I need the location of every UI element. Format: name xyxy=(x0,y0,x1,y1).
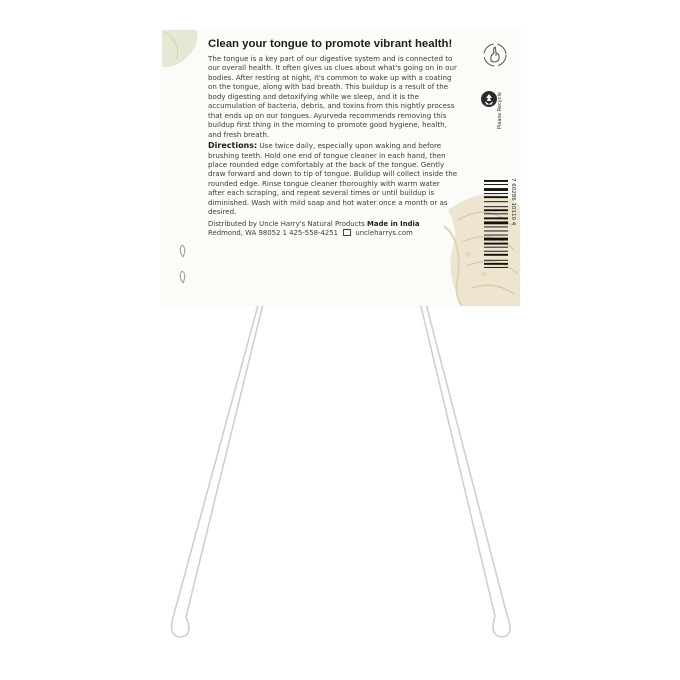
barcode-bar xyxy=(484,196,508,199)
packaging-card: Clean your tongue to promote vibrant hea… xyxy=(162,30,520,306)
hang-hole-bottom xyxy=(179,270,186,284)
barcode-bar xyxy=(484,206,508,208)
barcode-bar xyxy=(484,230,508,232)
barcode: 7 60286 10110 4 xyxy=(484,178,516,268)
barcode-bar xyxy=(484,242,508,245)
barcode-bar xyxy=(484,253,508,256)
barcode-bar xyxy=(484,237,508,241)
recycle-icon xyxy=(481,91,497,107)
intro-paragraph: The tongue is a key part of our digestiv… xyxy=(208,54,457,139)
barcode-bar xyxy=(484,217,508,220)
address-text: Redmond, WA 98052 1 425-558-4251 xyxy=(208,229,338,238)
barcode-bar xyxy=(484,221,508,225)
barcode-bar xyxy=(484,201,508,203)
barcode-bar xyxy=(484,266,508,268)
barcode-bar xyxy=(484,250,508,252)
contact-line: Redmond, WA 98052 1 425-558-4251 uncleha… xyxy=(208,229,458,238)
card-title: Clean your tongue to promote vibrant hea… xyxy=(208,38,453,50)
barcode-bar xyxy=(484,184,508,185)
barcode-bar xyxy=(484,188,508,191)
mail-icon xyxy=(343,229,352,237)
barcode-bar xyxy=(484,262,508,265)
distributor-line: Distributed by Uncle Harry's Natural Pro… xyxy=(208,220,458,229)
directions-text: Use twice daily, especially upon waking … xyxy=(208,141,458,217)
distributor-text: Distributed by Uncle Harry's Natural Pro… xyxy=(208,219,365,228)
barcode-bar xyxy=(484,209,508,212)
website-text: uncleharrys.com xyxy=(355,229,413,238)
barcode-bar xyxy=(484,246,508,248)
recycle-label: Please Recycle xyxy=(497,92,503,130)
barcode-bar xyxy=(484,193,508,195)
directions-paragraph: Directions: Use twice daily, especially … xyxy=(208,141,458,217)
directions-label: Directions: xyxy=(208,141,258,151)
card-text: Clean your tongue to promote vibrant hea… xyxy=(208,38,458,239)
barcode-bar xyxy=(484,259,508,261)
barcode-number: 7 60286 10110 4 xyxy=(510,178,516,226)
barcode-bar xyxy=(484,226,508,228)
barcode-bar xyxy=(484,180,508,182)
cruelty-free-bunny-icon xyxy=(483,43,507,67)
barcode-bar xyxy=(484,213,508,215)
made-in-text: Made in India xyxy=(366,219,420,228)
hang-hole-top xyxy=(179,244,186,258)
barcode-bar xyxy=(484,234,508,236)
